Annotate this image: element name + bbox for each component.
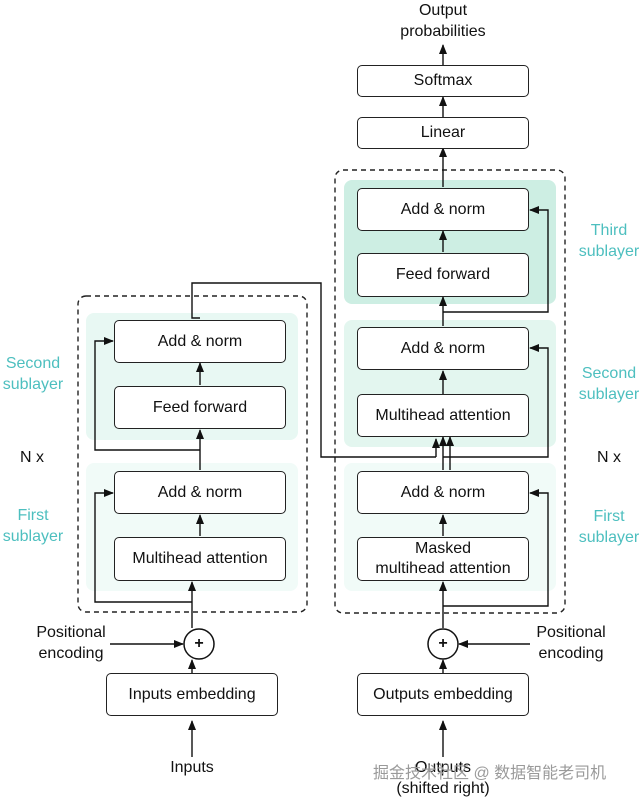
dec-masked-attention-box: Masked multihead attention — [357, 537, 529, 581]
dec-second-sublayer-label: Second sublayer — [575, 363, 643, 405]
dec-add-norm-3-box: Add & norm — [357, 188, 529, 231]
enc-multihead-attention-box: Multihead attention — [114, 537, 286, 581]
pos-left-line2: encoding — [38, 645, 104, 662]
outputs-embedding-box: Outputs embedding — [357, 673, 529, 716]
dec-third-line1: Third — [590, 222, 628, 239]
enc-second-sublayer-label: Second sublayer — [0, 353, 66, 395]
pos-left-line1: Positional — [36, 624, 106, 641]
linear-label: Linear — [420, 124, 466, 141]
softmax-label: Softmax — [413, 72, 473, 89]
dec-first-line2: sublayer — [578, 529, 640, 546]
enc-first-sublayer-label: First sublayer — [0, 505, 66, 547]
dec-multihead-attention-label: Multihead attention — [375, 406, 511, 424]
enc-nx-label: N x — [20, 449, 44, 466]
encoder-stack-border — [77, 295, 308, 613]
softmax-box: Softmax — [357, 65, 529, 97]
output-probabilities-label: Output probabilities — [383, 0, 503, 42]
dec-third-sublayer-label: Third sublayer — [575, 220, 643, 262]
dec-add-norm-1-box: Add & norm — [357, 471, 529, 514]
pos-encoding-right-label: Positional encoding — [528, 622, 614, 664]
output-title-line1: Output — [418, 2, 468, 19]
dec-first-sublayer-label: First sublayer — [575, 506, 643, 548]
enc-multihead-attention-label: Multihead attention — [132, 550, 268, 567]
dec-multihead-attention-box: Multihead attention — [357, 394, 529, 437]
dec-plus-sign: + — [438, 635, 448, 652]
enc-first-line1: First — [17, 507, 49, 524]
enc-second-line2: sublayer — [2, 376, 64, 393]
dec-masked-line1: Masked — [414, 540, 472, 557]
watermark-text: 掘金技术社区 @ 数据智能老司机 — [373, 765, 607, 782]
dec-add-norm-2-box: Add & norm — [357, 327, 529, 370]
inputs-embedding-box: Inputs embedding — [106, 673, 278, 716]
inputs-label: Inputs — [170, 759, 214, 776]
enc-add-norm-top-box: Add & norm — [114, 320, 286, 363]
pos-right-line2: encoding — [538, 645, 604, 662]
pos-encoding-left-label: Positional encoding — [28, 622, 114, 664]
outputs-line1: Outputs — [414, 759, 472, 776]
dec-nx-label: N x — [597, 449, 621, 466]
dec-add-norm-2-label: Add & norm — [400, 339, 486, 357]
dec-add-norm-3-label: Add & norm — [400, 200, 486, 218]
outputs-embedding-label: Outputs embedding — [373, 685, 513, 703]
enc-add-circle — [183, 628, 215, 660]
outputs-shifted-label: Outputs (shifted right) — [378, 757, 508, 799]
dec-add-norm-1-label: Add & norm — [400, 483, 486, 501]
enc-second-line1: Second — [5, 355, 61, 372]
pos-right-line1: Positional — [536, 624, 606, 641]
outputs-line2: (shifted right) — [396, 780, 490, 797]
enc-add-norm-top-label: Add & norm — [157, 332, 243, 350]
dec-second-line1: Second — [581, 365, 637, 382]
dec-feed-forward-label: Feed forward — [395, 266, 491, 283]
output-title-line2: probabilities — [400, 23, 486, 40]
enc-add-norm-bottom-label: Add & norm — [157, 483, 243, 501]
enc-feed-forward-label: Feed forward — [152, 398, 248, 416]
dec-masked-line2: multihead attention — [375, 560, 511, 577]
linear-box: Linear — [357, 117, 529, 149]
inputs-embedding-label: Inputs embedding — [128, 685, 256, 703]
dec-add-circle — [427, 628, 459, 660]
dec-third-line2: sublayer — [578, 243, 640, 260]
dec-feed-forward-box: Feed forward — [357, 253, 529, 297]
enc-plus-sign: + — [194, 635, 204, 652]
enc-add-norm-bottom-box: Add & norm — [114, 471, 286, 514]
enc-feed-forward-box: Feed forward — [114, 386, 286, 429]
dec-second-line2: sublayer — [578, 386, 640, 403]
dec-first-line1: First — [593, 508, 625, 525]
enc-first-line2: sublayer — [2, 528, 64, 545]
